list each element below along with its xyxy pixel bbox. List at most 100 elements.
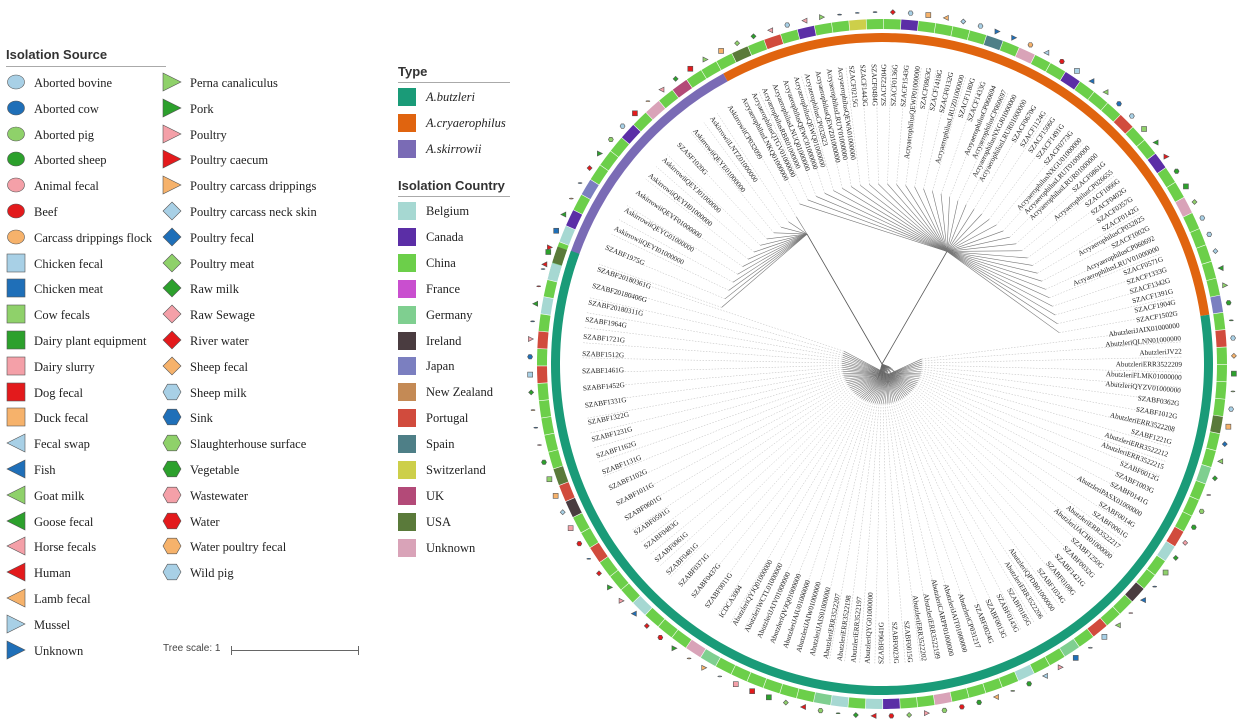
tree-leaf-guide bbox=[921, 366, 1182, 388]
tree-branch bbox=[946, 251, 1056, 316]
legend-item-label: Dairy plant equipment bbox=[34, 334, 147, 348]
source-marker-icon bbox=[942, 14, 949, 21]
legend-item-label: Sheep milk bbox=[190, 385, 247, 400]
source-marker-icon bbox=[717, 675, 723, 678]
legend-item-label: Aborted sheep bbox=[34, 153, 107, 168]
tree-leaf-guide bbox=[921, 356, 1182, 364]
tree-branch bbox=[887, 374, 914, 390]
tree-branch bbox=[881, 251, 948, 365]
triangle-right-icon bbox=[162, 124, 182, 144]
tree-leaf-guide bbox=[649, 389, 852, 555]
tree-branch bbox=[850, 374, 889, 390]
source-marker-icon bbox=[870, 712, 877, 719]
tree-branch bbox=[851, 186, 948, 252]
legend-item-label: Fish bbox=[34, 463, 56, 477]
tree-branch bbox=[887, 374, 921, 376]
source-marker-icon bbox=[889, 9, 896, 16]
square-icon bbox=[6, 382, 26, 401]
tree-leaf-guide bbox=[1041, 225, 1149, 282]
tree-leaf-guide bbox=[801, 75, 834, 191]
source-marker-icon bbox=[976, 699, 982, 705]
tree-branch bbox=[946, 224, 997, 252]
country-band-segment bbox=[917, 20, 936, 34]
source-marker-icon bbox=[1212, 248, 1219, 255]
source-marker-icon bbox=[1010, 690, 1016, 692]
country-band-segment bbox=[1059, 638, 1080, 657]
country-band-segment bbox=[716, 53, 736, 71]
source-marker-icon bbox=[1074, 68, 1080, 74]
triangle-left-icon bbox=[6, 588, 26, 608]
tree-leaf-guide bbox=[915, 385, 1133, 530]
leaf-label: AbutzleriQYG01000000 bbox=[863, 592, 874, 664]
color-swatch bbox=[398, 409, 416, 428]
legend-item-label: Canada bbox=[426, 229, 464, 244]
leaf-label: SZABF1331G bbox=[584, 396, 627, 410]
tree-leaf-guide bbox=[609, 380, 846, 491]
country-band-segment bbox=[848, 697, 866, 709]
triangle-right-icon bbox=[6, 640, 26, 660]
source-marker-icon bbox=[645, 100, 651, 102]
tree-branch bbox=[946, 251, 1033, 266]
triangle-right-icon bbox=[162, 149, 182, 169]
country-band-segment bbox=[1147, 555, 1166, 575]
country-band-segment bbox=[701, 61, 721, 79]
legend-item-label: Dog fecal bbox=[34, 385, 83, 400]
country-band-segment bbox=[659, 90, 679, 109]
country-band-segment bbox=[548, 449, 563, 469]
tree-branch bbox=[807, 199, 948, 252]
country-band-segment bbox=[1206, 278, 1220, 297]
source-marker-icon bbox=[1152, 139, 1159, 146]
country-band-segment bbox=[1014, 664, 1035, 681]
country-band-segment bbox=[566, 210, 583, 230]
tree-branch bbox=[886, 374, 889, 404]
legend-item-label: Japan bbox=[426, 359, 455, 374]
country-band-segment bbox=[831, 20, 850, 33]
leaf-label: SZABF1512G bbox=[582, 350, 624, 359]
tree-leaf-guide bbox=[920, 372, 1175, 433]
source-marker-icon bbox=[1217, 265, 1224, 272]
hexagon-icon bbox=[162, 460, 182, 478]
source-marker-icon bbox=[597, 150, 604, 157]
source-marker-icon bbox=[586, 165, 593, 171]
source-marker-icon bbox=[1172, 555, 1179, 561]
legend-item-label: Raw Sewage bbox=[190, 308, 255, 323]
color-swatch bbox=[398, 202, 416, 220]
country-band-segment bbox=[983, 678, 1003, 693]
tree-leaf-guide bbox=[623, 384, 848, 518]
tree-leaf-guide bbox=[918, 380, 1155, 490]
tree-leaf-guide bbox=[1059, 311, 1178, 333]
tree-leaf-guide bbox=[604, 248, 726, 300]
tree-leaf-guide bbox=[940, 80, 981, 195]
source-marker-icon bbox=[1230, 390, 1236, 393]
tree-leaf-guide bbox=[890, 402, 951, 657]
legend-item-label: Spain bbox=[426, 437, 455, 452]
tree-leaf-guide bbox=[957, 91, 1009, 201]
country-band-segment bbox=[1183, 213, 1200, 233]
tree-leaf-guide bbox=[1055, 282, 1171, 316]
tree-leaf-guide bbox=[618, 219, 734, 283]
tree-leaf-guide bbox=[814, 402, 874, 657]
square-icon bbox=[6, 330, 26, 350]
source-marker-icon bbox=[1041, 672, 1048, 679]
country-band-segment bbox=[1073, 628, 1094, 647]
country-band-segment bbox=[814, 22, 833, 36]
tree-leaf-guide bbox=[860, 64, 870, 185]
source-marker-icon bbox=[750, 33, 757, 40]
tree-leaf-guide bbox=[898, 400, 1008, 637]
legend-item-label: Ireland bbox=[426, 333, 462, 348]
source-marker-icon bbox=[546, 476, 553, 483]
source-marker-icon bbox=[1128, 612, 1134, 614]
legend-item-label: Fecal swap bbox=[34, 437, 90, 452]
country-band-segment bbox=[1101, 103, 1121, 122]
country-band-segment bbox=[951, 26, 970, 40]
leaf-label: SZABF1461G bbox=[582, 366, 624, 375]
tree-branch bbox=[887, 374, 916, 387]
color-swatch bbox=[398, 435, 416, 454]
tree-leaf-guide bbox=[656, 166, 755, 253]
legend-item-label: Horse fecals bbox=[34, 540, 97, 555]
tree-leaf-guide bbox=[582, 357, 843, 364]
source-marker-icon bbox=[1199, 215, 1206, 221]
source-marker-icon bbox=[1088, 646, 1093, 649]
source-marker-icon bbox=[1225, 300, 1232, 306]
legend-item-label: Raw milk bbox=[190, 282, 239, 297]
